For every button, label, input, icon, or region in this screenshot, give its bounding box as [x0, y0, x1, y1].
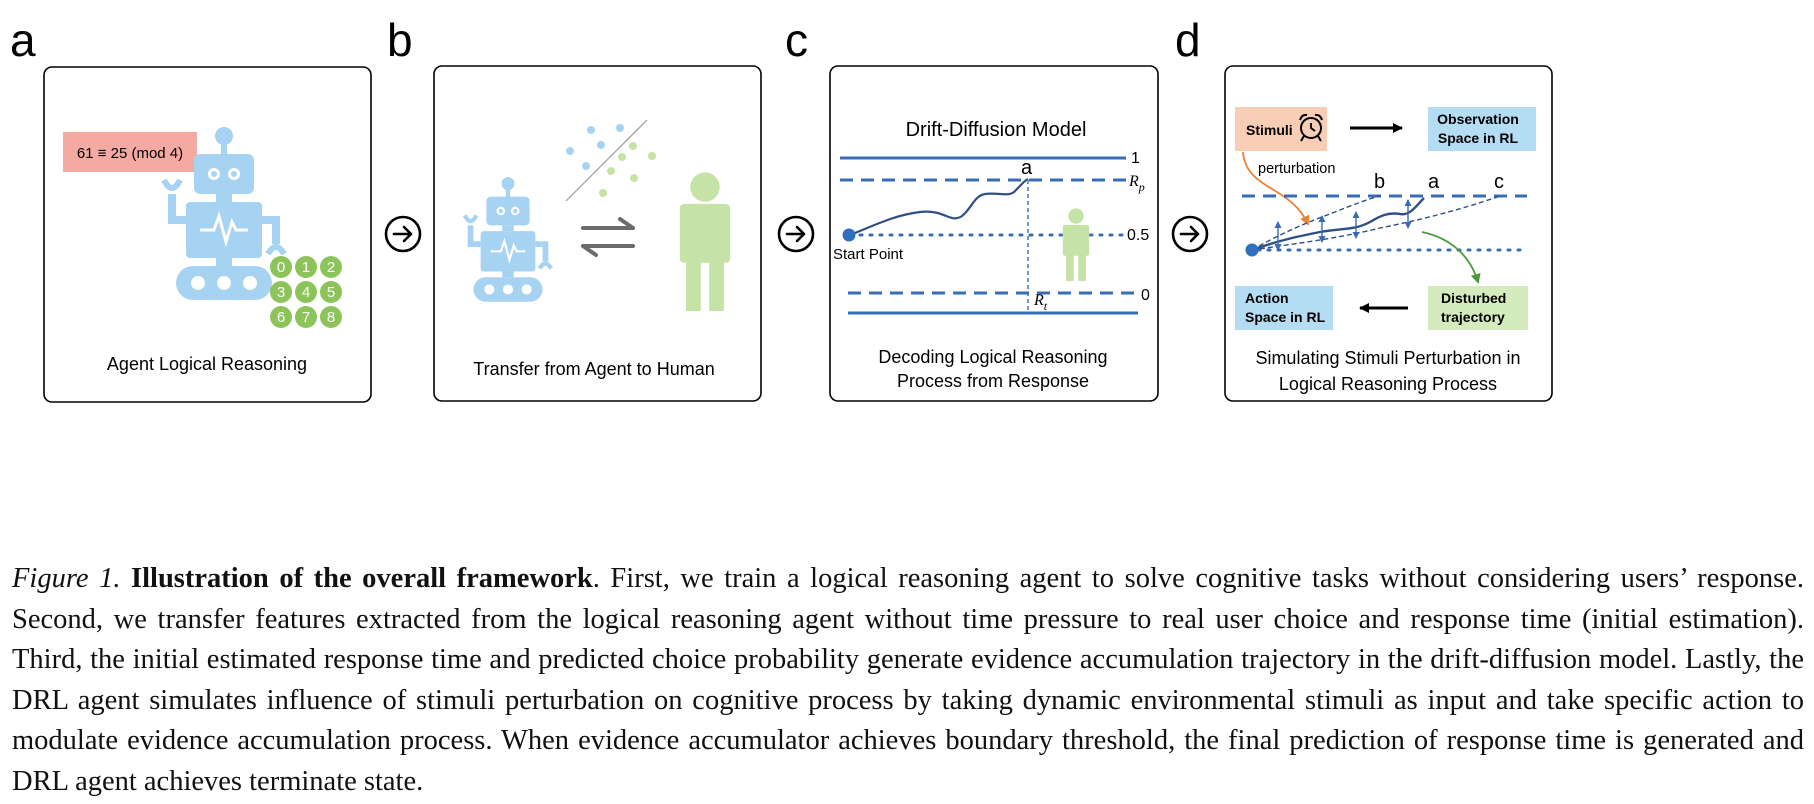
- figure-caption: Figure 1. Illustration of the overall fr…: [12, 559, 1804, 803]
- keypad-digit: 8: [327, 309, 335, 326]
- disturbed-trajectory-late: [1251, 195, 1501, 251]
- circled-arrow-icon: [1171, 215, 1209, 253]
- start-point-marker: [1245, 243, 1259, 257]
- keypad-key: [270, 281, 292, 303]
- panel-letter-b: b: [387, 14, 413, 66]
- panel-d-caption-line2: Logical Reasoning Process: [1279, 374, 1497, 394]
- keypad-key: [320, 306, 342, 328]
- circled-arrow-icon: [384, 215, 422, 253]
- point-b-label: b: [1374, 171, 1385, 193]
- start-point-marker: [842, 228, 856, 242]
- label-half: 0.5: [1127, 227, 1149, 244]
- panel-b-box: [433, 65, 762, 402]
- keypad-digit: 1: [302, 259, 310, 276]
- label-rt: Rt: [1033, 292, 1048, 313]
- keypad-digit: 5: [327, 284, 335, 301]
- perturbation-label: perturbation: [1258, 161, 1335, 177]
- keypad-digit: 2: [327, 259, 335, 276]
- keypad-digit: 7: [302, 309, 310, 326]
- keypad-digit: 4: [302, 284, 310, 301]
- scatter-dots-icon: [565, 119, 656, 202]
- keypad-digit: 6: [277, 309, 285, 326]
- keypad-key: [270, 256, 292, 278]
- label-rp: Rp: [1128, 173, 1145, 194]
- keypad-key: [320, 281, 342, 303]
- panel-c-caption-line1: Decoding Logical Reasoning: [878, 347, 1107, 367]
- keypad-key: [270, 306, 292, 328]
- disturbed-box: [1428, 286, 1528, 330]
- panel-b-caption: Transfer from Agent to Human: [473, 359, 714, 379]
- keypad-key: [295, 306, 317, 328]
- equation-text: 61 ≡ 25 (mod 4): [77, 145, 183, 162]
- action-label-line2: Space in RL: [1245, 309, 1326, 325]
- action-label-line1: Action: [1245, 290, 1289, 306]
- panel-letter-c: c: [785, 14, 808, 66]
- circled-arrow-icon: [777, 215, 815, 253]
- stimuli-label: Stimuli: [1246, 122, 1293, 138]
- observation-label-line2: Space in RL: [1438, 130, 1519, 146]
- perturbation-arrows: [1274, 199, 1412, 251]
- keypad-digit: 3: [277, 284, 285, 301]
- panel-c-box: [829, 65, 1159, 402]
- panel-a-caption: Agent Logical Reasoning: [107, 354, 307, 374]
- disturbed-trajectory-early: [1251, 195, 1381, 251]
- keypad-key: [295, 281, 317, 303]
- point-a-label: a: [1021, 157, 1033, 179]
- equation-box: [63, 132, 197, 172]
- disturbed-arrow: [1421, 231, 1481, 284]
- panel-letter-d: d: [1175, 14, 1201, 66]
- caption-label: Figure 1.: [12, 563, 121, 594]
- label-1: 1: [1131, 150, 1140, 167]
- keypad-key: [295, 256, 317, 278]
- panel-c-caption-line2: Process from Response: [897, 371, 1089, 391]
- evidence-trajectory: [849, 177, 1029, 237]
- alarm-clock-icon: [1299, 113, 1323, 142]
- caption-text: . First, we train a logical reasoning ag…: [12, 563, 1805, 797]
- label-0: 0: [1141, 287, 1150, 304]
- panel-d-caption-line1: Simulating Stimuli Perturbation in: [1255, 348, 1520, 368]
- start-point-label: Start Point: [833, 246, 904, 263]
- keypad-digit: 0: [277, 259, 285, 276]
- panel-letter-a: a: [10, 14, 36, 66]
- observation-box: [1428, 107, 1536, 151]
- observation-label-line1: Observation: [1437, 111, 1519, 127]
- exchange-arrows-icon: [581, 217, 635, 257]
- caption-title: Illustration of the overall framework: [131, 563, 593, 594]
- point-c-label: c: [1494, 171, 1504, 193]
- point-a-label: a: [1428, 171, 1440, 193]
- disturbed-label-line1: Disturbed: [1441, 290, 1506, 306]
- action-box: [1235, 286, 1333, 330]
- disturbed-label-line2: trajectory: [1441, 309, 1505, 325]
- ddm-title: Drift-Diffusion Model: [906, 119, 1087, 141]
- keypad-key: [320, 256, 342, 278]
- perturbation-arrow: [1242, 151, 1310, 226]
